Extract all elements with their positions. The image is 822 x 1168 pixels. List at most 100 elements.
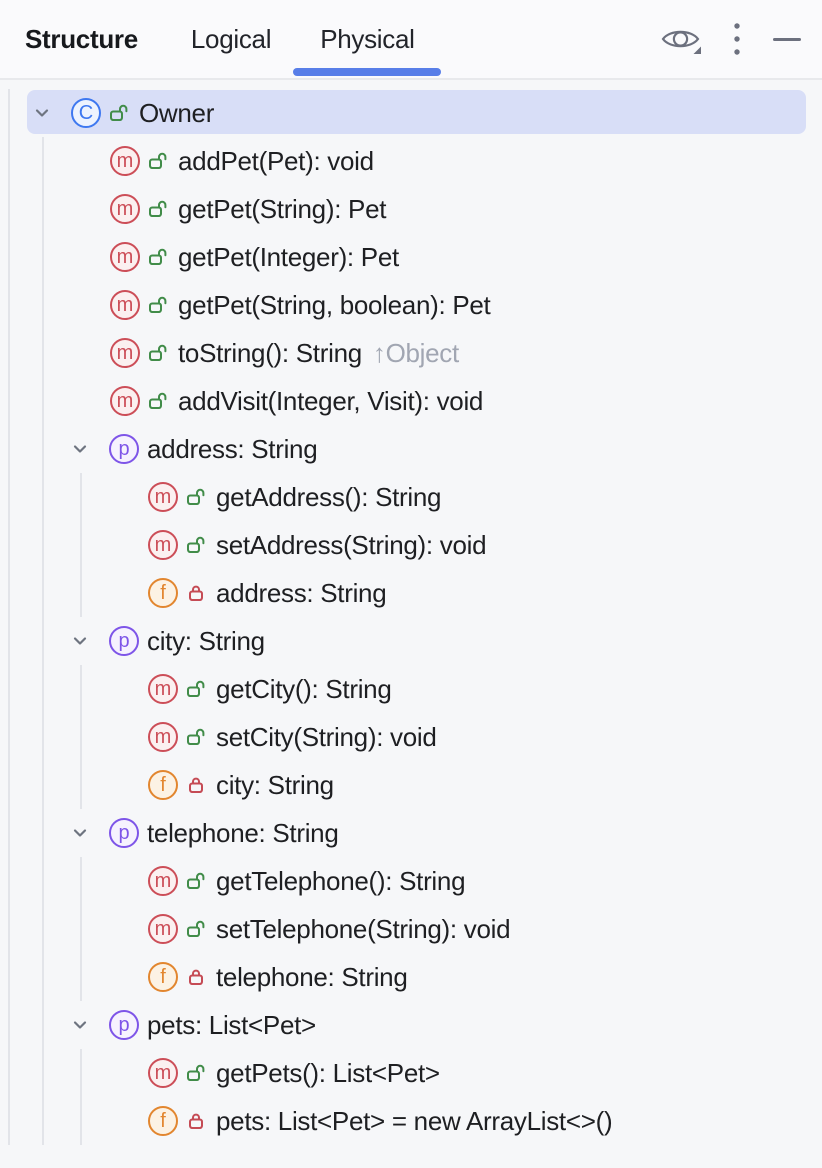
method-icon: m bbox=[110, 194, 140, 224]
unlocked-icon bbox=[109, 103, 129, 123]
property-icon: p bbox=[109, 1010, 139, 1040]
row-label: getPets(): List<Pet> bbox=[216, 1057, 440, 1088]
property-icon: p bbox=[109, 434, 139, 464]
indent-guide bbox=[80, 857, 82, 1001]
locked-icon bbox=[189, 1113, 203, 1129]
locked-icon bbox=[186, 775, 206, 795]
method-icon: m bbox=[148, 530, 178, 560]
row-label: getPet(String): Pet bbox=[178, 193, 387, 224]
method-icon: m bbox=[148, 914, 178, 944]
tree-row[interactable]: f telephone: String bbox=[0, 953, 822, 1001]
hide-panel-button[interactable] bbox=[773, 37, 801, 41]
chevron-down-icon[interactable] bbox=[32, 103, 52, 123]
locked-icon bbox=[189, 969, 203, 985]
tree-row[interactable]: f address: String bbox=[0, 569, 822, 617]
tree-row[interactable]: m toString(): String ↑Object bbox=[0, 329, 822, 377]
unlocked-icon bbox=[187, 488, 205, 505]
method-icon: m bbox=[110, 338, 140, 368]
chevron-down-icon[interactable] bbox=[70, 823, 90, 843]
tab-logical[interactable]: Logical bbox=[191, 0, 272, 78]
locked-icon bbox=[189, 777, 203, 793]
row-label: getAddress(): String bbox=[216, 481, 442, 512]
row-label: setCity(String): void bbox=[216, 721, 437, 752]
unlocked-icon bbox=[187, 920, 205, 937]
tab-physical[interactable]: Physical bbox=[293, 0, 442, 78]
unlocked-icon bbox=[149, 344, 167, 361]
inherited-from-label: ↑Object bbox=[372, 337, 459, 368]
row-label: getCity(): String bbox=[216, 673, 392, 704]
field-icon: f bbox=[148, 578, 178, 608]
unlocked-icon bbox=[186, 919, 206, 939]
field-icon: f bbox=[148, 962, 178, 992]
tree-row[interactable]: m getPet(String): Pet bbox=[0, 185, 822, 233]
indent-guide bbox=[80, 665, 82, 809]
unlocked-icon bbox=[187, 536, 205, 553]
row-label: Owner bbox=[139, 97, 215, 128]
unlocked-icon bbox=[186, 487, 206, 507]
indent-guide bbox=[8, 89, 10, 1145]
chevron-down-icon[interactable] bbox=[70, 1015, 90, 1035]
tree-row[interactable]: m getCity(): String bbox=[0, 665, 822, 713]
unlocked-icon bbox=[186, 679, 206, 699]
chevron-down-icon[interactable] bbox=[70, 439, 90, 459]
method-icon: m bbox=[148, 722, 178, 752]
locked-icon bbox=[186, 583, 206, 603]
unlocked-icon bbox=[149, 392, 167, 409]
unlocked-icon bbox=[148, 295, 168, 315]
field-icon: f bbox=[148, 1106, 178, 1136]
indent-guide bbox=[80, 473, 82, 617]
row-label: address: String bbox=[216, 577, 387, 608]
tree-row[interactable]: m addVisit(Integer, Visit): void bbox=[0, 377, 822, 425]
minimize-icon bbox=[773, 37, 801, 41]
tree-row[interactable]: m setAddress(String): void bbox=[0, 521, 822, 569]
unlocked-icon bbox=[187, 1064, 205, 1081]
unlocked-icon bbox=[187, 872, 205, 889]
unlocked-icon bbox=[187, 680, 205, 697]
row-label: address: String bbox=[147, 433, 318, 464]
row-label: city: String bbox=[216, 769, 334, 800]
unlocked-icon bbox=[148, 391, 168, 411]
tree-row[interactable]: p address: String bbox=[0, 425, 822, 473]
row-label: city: String bbox=[147, 625, 265, 656]
unlocked-icon bbox=[148, 199, 168, 219]
row-label: setTelephone(String): void bbox=[216, 913, 511, 944]
row-label: setAddress(String): void bbox=[216, 529, 487, 560]
locked-icon bbox=[186, 1111, 206, 1131]
method-icon: m bbox=[148, 1058, 178, 1088]
row-label: addVisit(Integer, Visit): void bbox=[178, 385, 484, 416]
tree-row[interactable]: m setCity(String): void bbox=[0, 713, 822, 761]
chevron-down-icon[interactable] bbox=[70, 631, 90, 651]
unlocked-icon bbox=[186, 1063, 206, 1083]
kebab-menu-icon bbox=[734, 23, 740, 55]
method-icon: m bbox=[110, 290, 140, 320]
tree-row[interactable]: m setTelephone(String): void bbox=[0, 905, 822, 953]
unlocked-icon bbox=[148, 247, 168, 267]
more-options-button[interactable] bbox=[731, 21, 743, 57]
unlocked-icon bbox=[149, 200, 167, 217]
locked-icon bbox=[186, 967, 206, 987]
row-label: toString(): String bbox=[178, 337, 362, 368]
view-options-button[interactable] bbox=[660, 23, 701, 55]
method-icon: m bbox=[110, 242, 140, 272]
unlocked-icon bbox=[149, 296, 167, 313]
active-tab-underline bbox=[293, 68, 442, 76]
row-label: telephone: String bbox=[216, 961, 408, 992]
unlocked-icon bbox=[149, 152, 167, 169]
method-icon: m bbox=[110, 146, 140, 176]
method-icon: m bbox=[148, 674, 178, 704]
tree-row[interactable]: m getPets(): List<Pet> bbox=[0, 1049, 822, 1097]
header-actions bbox=[660, 21, 801, 57]
method-icon: m bbox=[110, 386, 140, 416]
